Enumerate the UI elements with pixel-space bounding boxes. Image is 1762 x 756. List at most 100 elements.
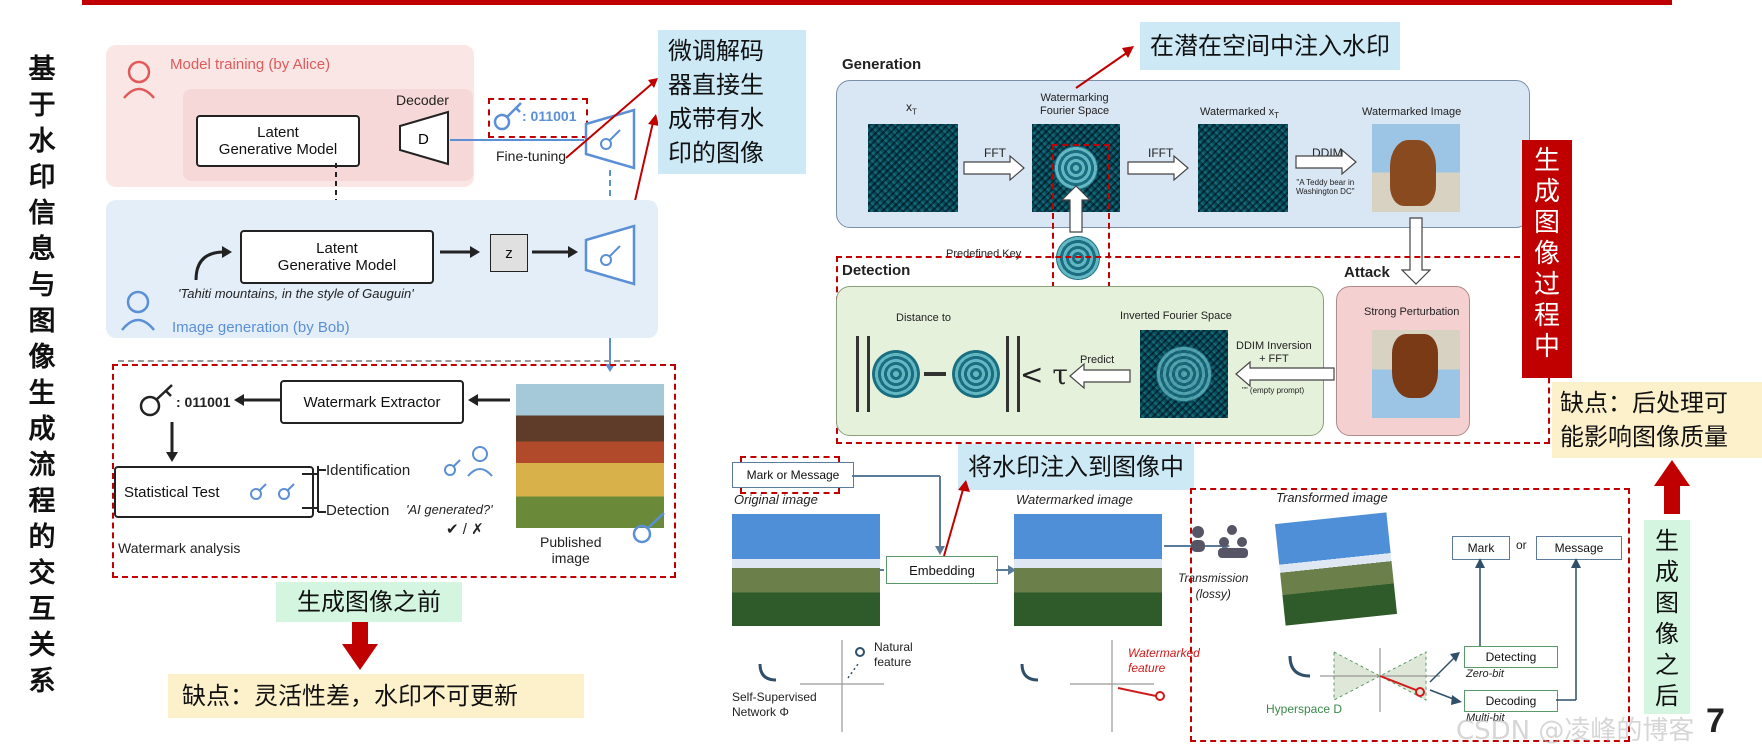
predefined-key-ring [1056, 236, 1100, 280]
wm-xt-noise [1198, 124, 1288, 212]
attack-label: Attack [1344, 264, 1390, 281]
after-generation-label: 生成图像之后 [1644, 520, 1690, 714]
finetune-callout: 微调解码 器直接生 成带有水 印的图像 [658, 30, 806, 174]
natural-feature-label: Natural feature [874, 640, 913, 669]
during-generation-label: 生成图像过程中 [1522, 140, 1572, 378]
distance-to-label: Distance to [896, 312, 952, 324]
key-highlight-top [488, 98, 588, 138]
hyperspace-label: Hyperspace D [1266, 702, 1343, 716]
zero-bit-label: Zero-bit [1466, 668, 1504, 680]
decoder-letter: D [418, 131, 429, 148]
watermark-extractor-box: Watermark Extractor [280, 380, 464, 424]
top-rule [82, 0, 1672, 5]
key-icon-bottom [139, 384, 173, 417]
gen-decoder [584, 224, 636, 286]
predict-label: Predict [1080, 354, 1115, 366]
mark-box: Mark [1452, 536, 1510, 560]
post-process-highlight [1190, 488, 1630, 742]
distance-ring-b [952, 350, 1000, 398]
latent-generative-model-gen: Latent Generative Model [240, 230, 434, 284]
ai-generated-label: 'AI generated?' [406, 502, 493, 517]
decoder-label: Decoder [396, 92, 449, 108]
or-label: or [1516, 538, 1527, 552]
strong-perturbation-label: Strong Perturbation [1364, 306, 1460, 318]
analysis-separator [118, 360, 640, 362]
original-image [732, 514, 880, 626]
teddy-bear-shape [1390, 140, 1436, 206]
ifft-label: IFFT [1148, 146, 1174, 160]
decoding-box: Decoding [1464, 690, 1558, 712]
norm-bar-right [1006, 336, 1020, 412]
message-box: Message [1536, 536, 1622, 560]
check-cross: ✔ / ✗ [446, 521, 484, 538]
image-generation-label: Image generation (by Bob) [172, 319, 350, 336]
inverted-fourier-ring [1156, 346, 1212, 402]
ddim-inversion-label: DDIM Inversion + FFT [1236, 340, 1312, 365]
fine-tuned-decoder [584, 108, 636, 170]
watermark-analysis-label: Watermark analysis [118, 540, 241, 556]
latent-callout: 在潜在空间中注入水印 [1140, 22, 1400, 70]
tau-label: < τ [1020, 358, 1068, 391]
before-drawback: 缺点：灵活性差，水印不可更新 [168, 674, 584, 718]
latent-generative-model-train: Latent Generative Model [196, 115, 360, 167]
fine-tuning-label: Fine-tuning [496, 148, 567, 164]
gen-arrows [194, 246, 578, 281]
wm-xt-label: Watermarked xT [1200, 106, 1280, 121]
minus-sign [924, 372, 946, 376]
vertical-title: 基于水印信息与图像生成流程的交互关系 [28, 54, 56, 697]
wm-fourier-ring [1054, 146, 1098, 190]
gen-flow-arrows [963, 46, 1432, 285]
mark-or-message-box: Mark or Message [732, 462, 854, 488]
statistical-test-box: Statistical Test [114, 466, 314, 518]
after-drawback: 缺点：后处理可 能影响图像质量 [1552, 382, 1762, 458]
detection-panel [836, 286, 1324, 436]
published-key-icon [632, 512, 665, 544]
perturbed-bear [1392, 334, 1438, 398]
generation-label: Generation [842, 56, 922, 73]
watermarked-feature-label: Watermarked feature [1128, 646, 1200, 675]
watermarked-image [1014, 514, 1162, 626]
ssl-network-label: Self-Supervised Network Φ [732, 690, 817, 719]
decoder-shape: D [399, 110, 449, 166]
detection-label-left: Detection [326, 502, 390, 519]
down-arrow-left [342, 622, 378, 670]
model-training-label: Model training (by Alice) [170, 56, 331, 73]
published-image-label: Published image [540, 534, 602, 566]
alice-icon [123, 60, 155, 99]
page-number: 7 [1706, 702, 1725, 740]
fft-label: FFT [984, 146, 1006, 160]
key-icon-top [493, 102, 522, 131]
xt-label: xT [906, 100, 917, 117]
up-arrow-right [1654, 460, 1690, 514]
watermarked-image-label: Watermarked image [1016, 492, 1133, 507]
transmission-icon [1191, 525, 1248, 558]
key-bits-bottom: : 011001 [176, 394, 231, 410]
gauguin-painting [516, 384, 664, 528]
inject-callout: 将水印注入到图像中 [958, 444, 1194, 490]
norm-bar-left [856, 336, 870, 412]
inverted-fourier-label: Inverted Fourier Space [1120, 310, 1232, 322]
transmission-label: Transmission (lossy) [1178, 571, 1249, 601]
original-image-label: Original image [734, 492, 818, 507]
detection-label-right: Detection [842, 262, 911, 279]
detecting-box: Detecting [1464, 646, 1558, 668]
xt-noise [868, 124, 958, 212]
analysis-arrows [166, 394, 510, 513]
empty-prompt-label: "" (empty prompt) [1242, 386, 1305, 395]
wm-image-label: Watermarked Image [1362, 106, 1462, 118]
latent-z: z [490, 234, 528, 272]
analysis-highlight [112, 364, 676, 578]
teddy-caption: "A Teddy bear in Washington DC" [1296, 178, 1355, 196]
csdn-watermark: CSDN @凌峰的博客 [1456, 716, 1695, 746]
before-generation-label: 生成图像之前 [276, 582, 462, 622]
bob-icon [121, 290, 155, 331]
detect-flow-arrows [1069, 360, 1335, 390]
key-bits-top: : 011001 [522, 108, 577, 124]
transformed-image-label: Transformed image [1276, 490, 1388, 505]
distance-ring-a [872, 350, 920, 398]
prompt-text: 'Tahiti mountains, in the style of Gaugu… [178, 286, 414, 301]
multi-bit-label: Multi-bit [1466, 712, 1505, 724]
identification-label: Identification [326, 462, 411, 479]
